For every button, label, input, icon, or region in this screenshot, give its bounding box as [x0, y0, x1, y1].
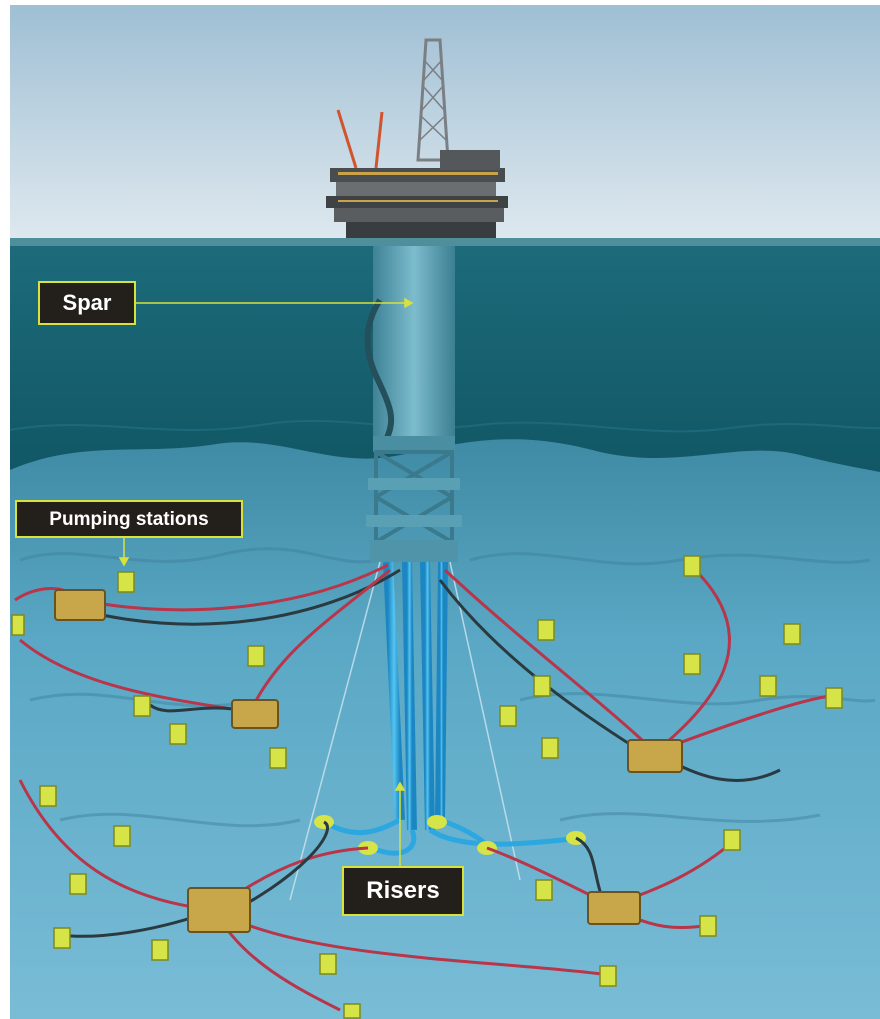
wellhead-icon — [783, 623, 801, 645]
wellhead-icon — [825, 687, 843, 709]
wellhead-icon — [269, 747, 287, 769]
manifold-icon — [587, 891, 641, 925]
wellhead-icon — [541, 737, 559, 759]
pumping-stations-label: Pumping stations — [15, 500, 243, 538]
wellhead-icon — [537, 619, 555, 641]
wellhead-icon — [151, 939, 169, 961]
manifold-icon — [54, 589, 106, 621]
wellhead-icon — [533, 675, 551, 697]
manifolds — [54, 589, 683, 933]
manifold-icon — [627, 739, 683, 773]
seabed-ripples — [19, 547, 876, 828]
leader-lines — [118, 297, 414, 866]
water-haze — [9, 419, 880, 433]
wellhead-icon — [247, 645, 265, 667]
manifold-icon — [187, 887, 251, 933]
wellhead-icon — [759, 675, 777, 697]
wellhead-icon — [133, 695, 151, 717]
wellhead-icon — [499, 705, 517, 727]
wellhead-icon — [113, 825, 131, 847]
wellhead-icon — [683, 555, 701, 577]
manifold-icon — [231, 699, 279, 729]
wellhead-icon — [117, 571, 135, 593]
risers-label: Risers — [342, 866, 464, 916]
wellhead-icon — [599, 965, 617, 987]
spar-label: Spar — [38, 281, 136, 325]
crane-icon — [336, 109, 358, 169]
wellhead-icon — [699, 915, 717, 937]
risers — [289, 561, 586, 901]
wellhead-icon — [39, 785, 57, 807]
oil-platform-topsides — [326, 38, 508, 238]
wellhead-icon — [319, 953, 337, 975]
wellhead-icon — [683, 653, 701, 675]
wellhead-icon — [53, 927, 71, 949]
wellhead-icon — [169, 723, 187, 745]
wellhead-icon — [69, 873, 87, 895]
crane-icon — [374, 111, 384, 169]
wellheads — [11, 555, 843, 1019]
wellhead-icon — [11, 614, 25, 636]
wellhead-icon — [723, 829, 741, 851]
wellhead-icon — [535, 879, 553, 901]
wellhead-icon — [343, 1003, 361, 1019]
spar-hull — [364, 246, 462, 562]
sea-surface — [10, 238, 880, 246]
